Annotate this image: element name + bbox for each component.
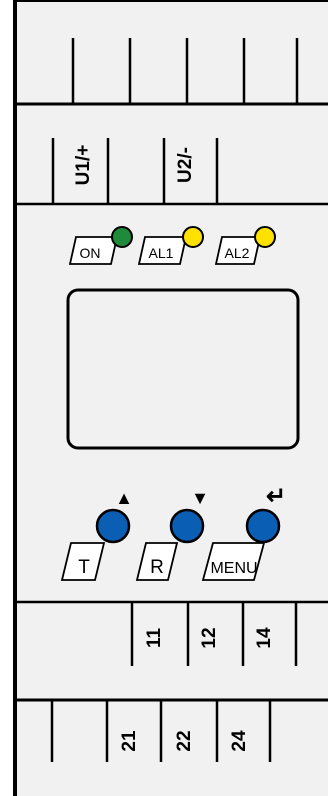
terminal-22-label: 22 — [174, 730, 195, 751]
terminal-u2-label: U2/- — [175, 147, 196, 183]
button-r-label: R — [150, 557, 164, 578]
button-r-cap[interactable] — [169, 508, 205, 544]
terminal-u1-label: U1/+ — [73, 145, 94, 186]
button-menu[interactable]: MENU — [201, 508, 281, 581]
button-menu-cap[interactable] — [245, 508, 281, 544]
terminal-12-label: 12 — [199, 627, 220, 648]
led-on: ON — [68, 226, 133, 265]
terminal-11-label: 11 — [144, 628, 165, 649]
led-on-light — [111, 226, 133, 248]
button-t-cap[interactable] — [95, 508, 131, 544]
arrow-up-icon: ▲ — [115, 488, 133, 508]
button-t-label: T — [78, 557, 90, 578]
top-terminal-slots — [71, 38, 299, 104]
led-al2: AL2 — [214, 226, 276, 265]
arrow-down-icon: ▼ — [191, 488, 209, 508]
led-al2-label: AL2 — [225, 245, 250, 261]
u-terminal-slots — [51, 138, 219, 204]
led-on-label: ON — [80, 245, 101, 261]
led-al1-light — [182, 226, 204, 248]
bottom-terminal-slots — [50, 700, 272, 762]
enter-icon: ↵ — [266, 483, 286, 510]
led-al2-light — [254, 226, 276, 248]
mid-terminal-slots — [130, 602, 298, 666]
led-al1-label: AL1 — [149, 245, 174, 261]
button-r[interactable]: R — [135, 508, 205, 581]
button-t[interactable]: T — [60, 508, 131, 581]
terminal-14-label: 14 — [254, 627, 275, 649]
button-menu-label: MENU — [210, 560, 257, 577]
display-screen — [66, 288, 300, 450]
terminal-21-label: 21 — [119, 730, 140, 752]
terminal-24-label: 24 — [229, 730, 250, 752]
led-al1: AL1 — [137, 226, 204, 265]
